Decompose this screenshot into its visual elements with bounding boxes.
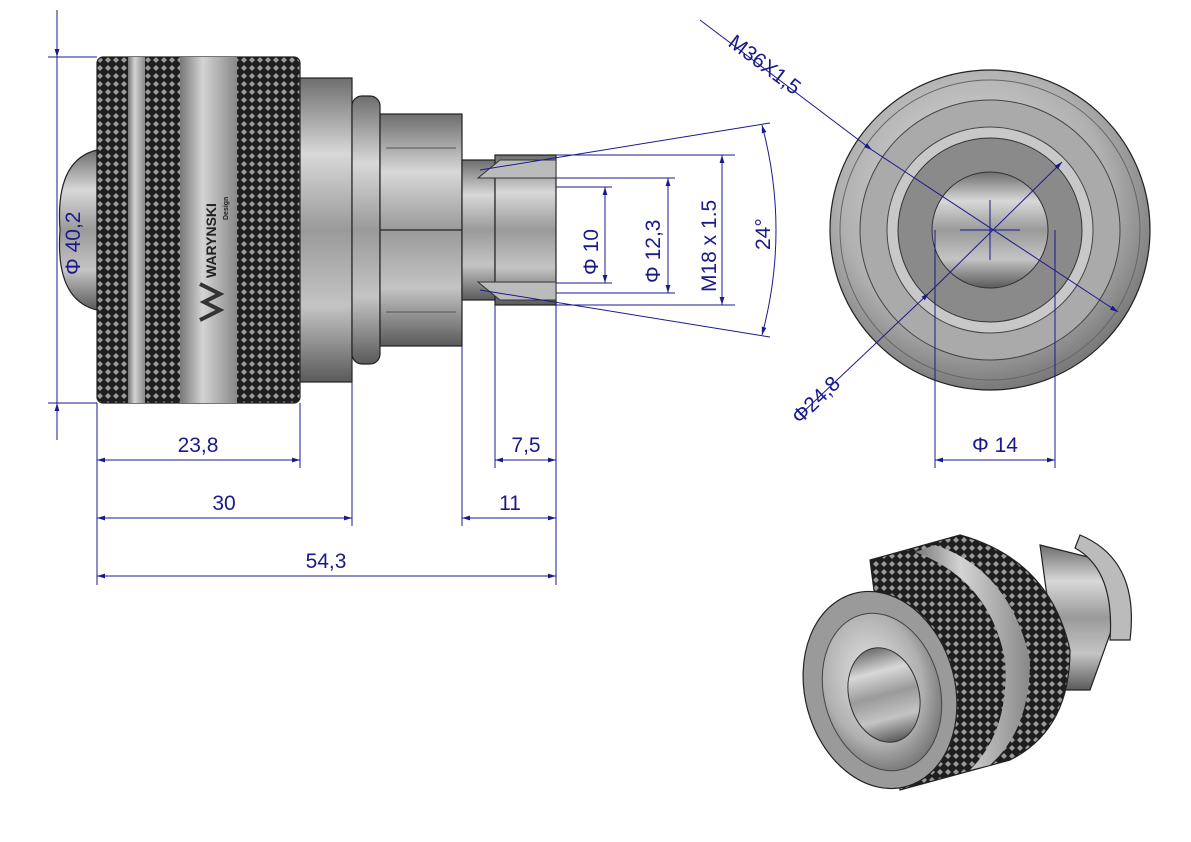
dim-total-length: 54,3 <box>306 550 347 573</box>
dimensions-side: Φ 40,2 23,8 30 54,3 7,5 11 Φ 10 Φ 12,3 M… <box>48 10 777 585</box>
brand-logo: WARYNSKI Design <box>199 197 230 322</box>
dim-thread: M18 x 1.5 <box>698 200 721 292</box>
dim-body-length: 30 <box>212 492 235 515</box>
brand-logo-text: WARYNSKI <box>203 203 219 278</box>
isometric-view <box>802 534 1132 791</box>
brand-logo-subtext: Design <box>223 197 230 220</box>
dim-face-thread: M36X1,5 <box>724 31 805 100</box>
body <box>299 77 353 383</box>
sleeve-band <box>180 57 237 403</box>
dim-bore-diameter: Φ 10 <box>580 229 603 275</box>
thread-end <box>494 154 557 306</box>
dim-face-diameter: Φ24,8 <box>787 372 844 429</box>
brand-logo-mark <box>199 282 225 322</box>
dim-inner-diameter: Φ 12,3 <box>642 220 665 283</box>
iso-thread <box>1074 534 1132 641</box>
dim-knurl-length: 23,8 <box>178 434 219 457</box>
sleeve-groove <box>128 57 145 403</box>
dim-body-diameter: Φ 40,2 <box>62 212 85 275</box>
dim-face-bore: Φ 14 <box>972 434 1018 457</box>
ring <box>351 95 381 365</box>
ball-dome <box>58 149 98 311</box>
dim-cone-angle: 24° <box>752 218 775 250</box>
side-view: WARYNSKI Design <box>58 56 557 404</box>
dim-thread-length: 7,5 <box>511 434 540 457</box>
neck <box>461 159 496 301</box>
end-view: M36X1,5 Φ24,8 Φ 14 <box>699 19 1151 468</box>
dim-hex-to-end: 11 <box>499 492 521 515</box>
